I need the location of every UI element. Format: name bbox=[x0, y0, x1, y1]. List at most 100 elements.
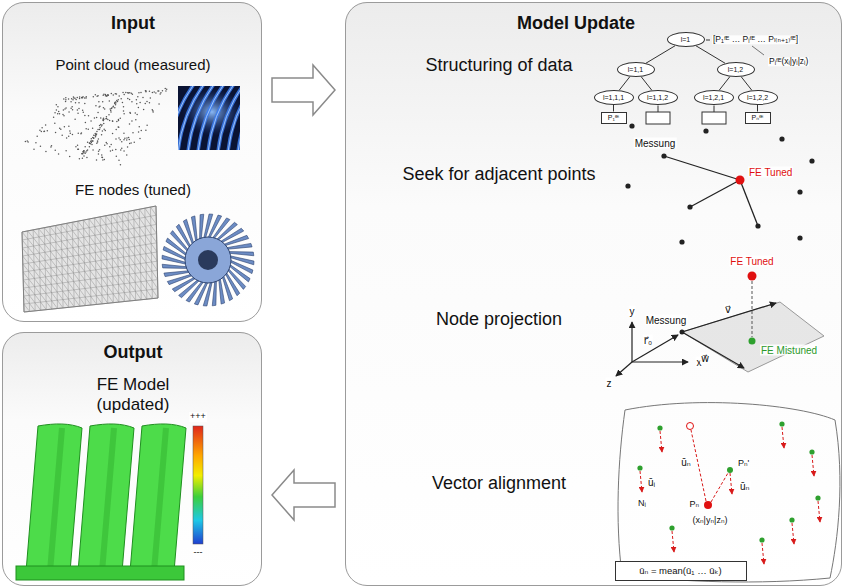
point bbox=[95, 134, 97, 136]
mean-vector bbox=[730, 473, 732, 494]
point bbox=[139, 126, 141, 128]
disk-blade bbox=[230, 256, 254, 265]
node-dot bbox=[657, 425, 662, 430]
point bbox=[59, 127, 61, 129]
point bbox=[77, 97, 79, 99]
point bbox=[85, 128, 87, 130]
point bbox=[138, 131, 140, 133]
point bbox=[107, 119, 109, 121]
measured-point bbox=[809, 158, 814, 163]
point bbox=[127, 98, 129, 100]
measured-point bbox=[625, 183, 630, 188]
point bbox=[63, 109, 65, 111]
disk-hub bbox=[185, 237, 231, 283]
panel-background bbox=[345, 2, 842, 586]
current-node bbox=[704, 501, 712, 509]
measured-point bbox=[797, 189, 802, 194]
point bbox=[114, 107, 116, 109]
point bbox=[81, 97, 83, 99]
point bbox=[75, 146, 77, 148]
neighbour-search bbox=[625, 123, 814, 244]
measured-point bbox=[687, 204, 692, 209]
point bbox=[115, 129, 117, 131]
point bbox=[65, 97, 67, 99]
displacement-vector bbox=[818, 501, 820, 522]
tree-node: l=1,1,1 bbox=[594, 90, 634, 105]
point bbox=[146, 124, 148, 126]
point bbox=[63, 98, 65, 100]
step-label: Node projection bbox=[436, 309, 562, 330]
point bbox=[111, 93, 113, 95]
panel-box: Model UpdateStructuring of dataSeek for … bbox=[345, 2, 842, 586]
point bbox=[159, 93, 161, 95]
measured-point bbox=[779, 136, 784, 141]
step-label: Structuring of data bbox=[425, 55, 572, 76]
formula-box: ūₙ = mean(ū₁ … ūₖ) bbox=[615, 561, 747, 581]
measured-point bbox=[703, 128, 708, 133]
figure-label: FE Mistuned bbox=[760, 345, 818, 356]
node-text: P₁ᶠᴱ bbox=[608, 114, 620, 121]
mean-line bbox=[711, 473, 728, 502]
leaf-box: P₁ᶠᴱ bbox=[601, 112, 627, 124]
point bbox=[123, 132, 125, 134]
displacement-vector bbox=[640, 471, 642, 492]
neighbour-line bbox=[740, 180, 758, 226]
tree-node: l=1,2,1 bbox=[694, 90, 734, 105]
point bbox=[98, 151, 100, 153]
blade-highlight bbox=[238, 86, 240, 150]
point bbox=[98, 138, 100, 140]
point bbox=[95, 94, 97, 96]
point bbox=[130, 112, 132, 114]
point bbox=[126, 154, 128, 156]
shifted-node bbox=[727, 467, 733, 473]
point bbox=[56, 109, 58, 111]
point bbox=[45, 124, 47, 126]
point bbox=[84, 146, 86, 148]
point bbox=[78, 102, 80, 104]
displacement-vector bbox=[792, 523, 794, 544]
point bbox=[91, 138, 93, 140]
point bbox=[112, 94, 114, 96]
figure-label: Nᵢ bbox=[637, 499, 647, 509]
point bbox=[87, 141, 89, 143]
point bbox=[131, 120, 133, 122]
step-label: FE Model (updated) bbox=[83, 375, 183, 414]
point bbox=[150, 97, 152, 99]
tree-link bbox=[719, 77, 730, 91]
point bbox=[83, 112, 85, 114]
point bbox=[115, 149, 117, 151]
point bbox=[149, 90, 151, 92]
point bbox=[77, 109, 79, 111]
point bbox=[145, 90, 147, 92]
figure-label: ūᵢ bbox=[647, 477, 656, 488]
leaf-box-empty bbox=[646, 112, 670, 124]
point bbox=[45, 151, 47, 153]
point bbox=[54, 122, 56, 124]
point bbox=[102, 119, 104, 121]
point bbox=[79, 98, 81, 100]
point bbox=[123, 106, 125, 108]
tuned-node bbox=[748, 272, 757, 281]
point bbox=[123, 113, 125, 115]
measured-point bbox=[680, 330, 685, 335]
vector-arrow bbox=[682, 332, 744, 368]
point bbox=[112, 120, 114, 122]
ref-point bbox=[687, 423, 694, 430]
point bbox=[41, 131, 43, 133]
point bbox=[129, 123, 131, 125]
point bbox=[82, 153, 84, 155]
point bbox=[139, 102, 141, 104]
panel-box: OutputFE Model (updated) bbox=[2, 332, 262, 586]
point bbox=[109, 146, 111, 148]
blade bbox=[130, 424, 186, 575]
point bbox=[106, 143, 108, 145]
point bbox=[25, 141, 27, 143]
point bbox=[95, 105, 97, 107]
neighbour-line bbox=[664, 156, 740, 180]
point bbox=[121, 141, 123, 143]
point bbox=[96, 133, 98, 135]
point bbox=[129, 92, 131, 94]
point bbox=[96, 117, 98, 119]
point bbox=[112, 133, 114, 135]
point bbox=[115, 102, 117, 104]
